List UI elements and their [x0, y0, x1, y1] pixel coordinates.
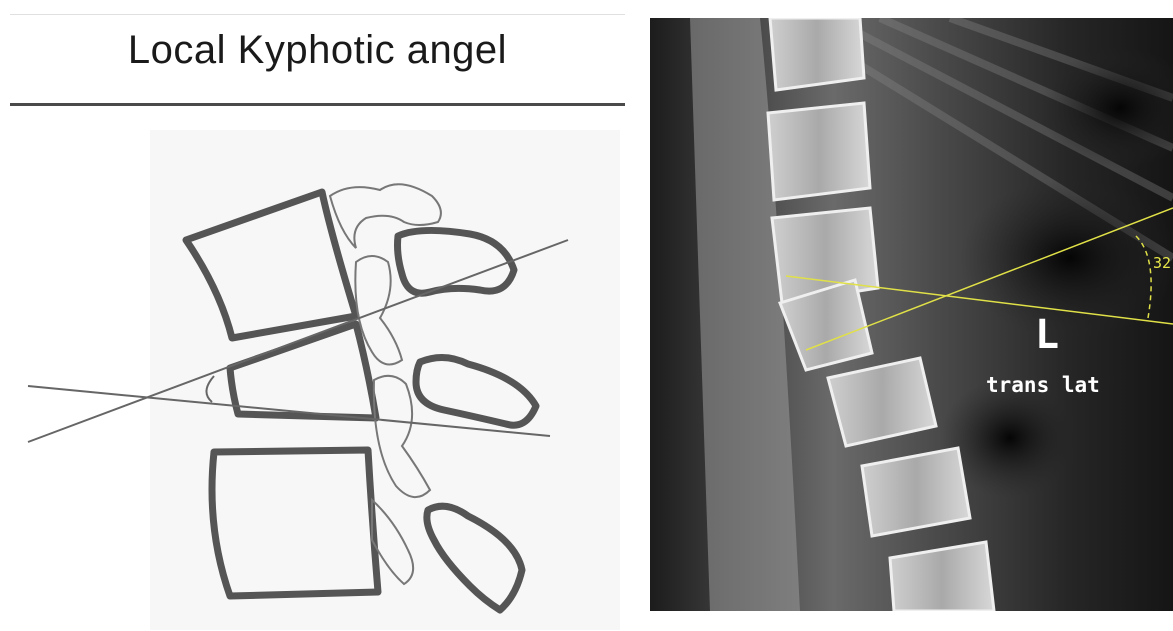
lower-endplate-line [28, 386, 550, 436]
lower-spinous-process [427, 506, 522, 610]
vertebra-diagram [0, 0, 640, 631]
vertebra-1 [770, 18, 864, 90]
lower-vertebral-body [212, 450, 378, 596]
view-label: trans lat [986, 373, 1100, 397]
xray-panel [650, 18, 1173, 611]
side-marker-letter: L [1035, 312, 1059, 358]
vertebra-2 [768, 103, 870, 200]
upper-vertebral-body [186, 192, 356, 338]
xray-image [650, 18, 1173, 611]
schematic-panel: Local Kyphotic angel [0, 0, 640, 631]
angle-arc [206, 376, 214, 402]
upper-posterior-element [330, 184, 441, 248]
angle-measurement-label: 32 [1153, 254, 1171, 272]
bowel-gas-mid [960, 178, 1173, 338]
upper-spinous-process [398, 230, 515, 293]
middle-spinous-process [416, 357, 536, 425]
